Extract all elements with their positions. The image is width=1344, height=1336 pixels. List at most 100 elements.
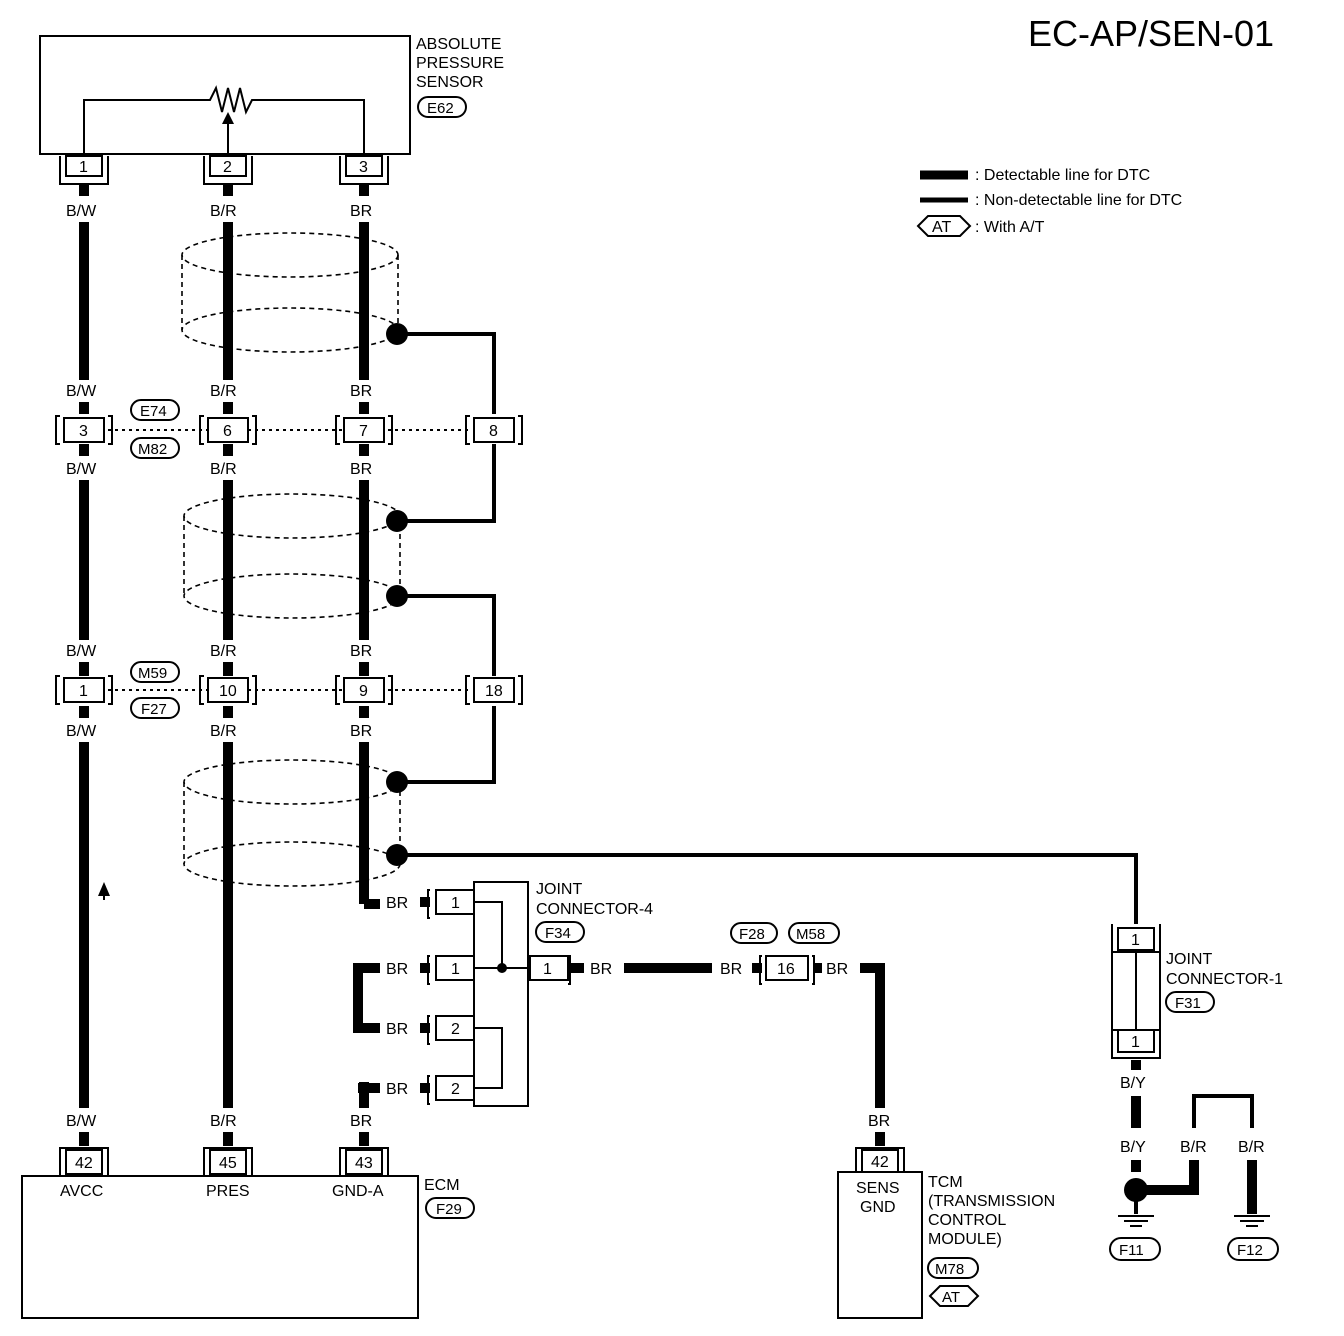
svg-text:BR: BR bbox=[350, 723, 372, 740]
connector-pin bbox=[473, 417, 515, 443]
svg-text:B/R: B/R bbox=[210, 643, 237, 660]
joint4-pin bbox=[435, 1075, 475, 1101]
joint-connector-4: 1 1 2 2 1 JOINT CONNECTOR-4 F34 bbox=[427, 881, 653, 1107]
tcm-name-4: MODULE) bbox=[928, 1231, 1002, 1248]
svg-text:BR: BR bbox=[350, 643, 372, 660]
tcm-connector-badge bbox=[927, 1257, 979, 1279]
svg-text:BR: BR bbox=[826, 961, 848, 978]
svg-text:GND: GND bbox=[860, 1199, 896, 1216]
ecm-terminal-pres: PRES bbox=[206, 1183, 250, 1200]
svg-text:BR: BR bbox=[868, 1113, 890, 1130]
svg-text:BR: BR bbox=[386, 961, 408, 978]
svg-text:M82: M82 bbox=[138, 441, 167, 458]
ecm-terminal-gnd: GND-A bbox=[332, 1183, 384, 1200]
wire-labels: B/W B/R BR B/W B/R BR B/W B/R BR B/W B/R… bbox=[66, 203, 372, 1130]
svg-text:8: 8 bbox=[489, 423, 498, 440]
svg-text:BR: BR bbox=[350, 1113, 372, 1130]
svg-text:M59: M59 bbox=[138, 665, 167, 682]
svg-text:B/R: B/R bbox=[1180, 1139, 1207, 1156]
tcm-name-1: TCM bbox=[928, 1174, 963, 1191]
svg-text:B/W: B/W bbox=[66, 723, 97, 740]
sensor-pin-1 bbox=[65, 155, 103, 177]
connector-pin bbox=[343, 677, 385, 703]
svg-text:BR: BR bbox=[350, 203, 372, 220]
ground-f12-badge bbox=[1227, 1237, 1279, 1261]
sensor-name-1: ABSOLUTE bbox=[416, 36, 501, 53]
svg-text:3: 3 bbox=[79, 423, 88, 440]
joint-connector-1: 1 1 JOINT CONNECTOR-1 F31 bbox=[1111, 924, 1283, 1059]
svg-text:1: 1 bbox=[1131, 932, 1140, 949]
at-symbol-icon bbox=[916, 215, 972, 237]
connector-pin bbox=[63, 417, 105, 443]
svg-text:2: 2 bbox=[451, 1021, 460, 1038]
tcm: 42 SENS GND TCM (TRANSMISSION CONTROL MO… bbox=[837, 1147, 1055, 1319]
shield-drains bbox=[386, 323, 1138, 924]
ecm-connector-badge bbox=[425, 1197, 475, 1219]
joint1-connector-badge bbox=[1165, 991, 1215, 1013]
svg-text:1: 1 bbox=[79, 159, 88, 176]
joint1-pin-top bbox=[1117, 927, 1155, 951]
connector-pin bbox=[473, 677, 515, 703]
connector-pin bbox=[63, 677, 105, 703]
joint4-name-1: JOINT bbox=[536, 881, 582, 898]
svg-text:SENS: SENS bbox=[856, 1180, 900, 1197]
sensor-pin-3 bbox=[345, 155, 383, 177]
svg-text:B/W: B/W bbox=[66, 203, 97, 220]
svg-text:B/W: B/W bbox=[66, 643, 97, 660]
wire-to-tcm: BR BR 16 BR BR F28 M58 bbox=[570, 922, 890, 1146]
tcm-pin bbox=[861, 1149, 899, 1173]
joint4-connector-badge bbox=[535, 921, 585, 943]
svg-text:1: 1 bbox=[543, 961, 552, 978]
ecm-pin-pres bbox=[209, 1149, 247, 1175]
potentiometer-icon bbox=[83, 85, 365, 154]
svg-text:F29: F29 bbox=[436, 1201, 462, 1218]
svg-text:B/R: B/R bbox=[210, 383, 237, 400]
svg-text:B/R: B/R bbox=[210, 203, 237, 220]
svg-text:6: 6 bbox=[223, 423, 232, 440]
legend-detectable-text: : Detectable line for DTC bbox=[975, 167, 1150, 184]
svg-text:3: 3 bbox=[359, 159, 368, 176]
tcm-name-2: (TRANSMISSION bbox=[928, 1193, 1055, 1210]
svg-text:10: 10 bbox=[219, 683, 237, 700]
legend-at-symbol: AT bbox=[932, 219, 951, 236]
ecm-terminal-avcc: AVCC bbox=[60, 1183, 103, 1200]
svg-text:B/Y: B/Y bbox=[1120, 1075, 1146, 1092]
connector-f28-pin bbox=[765, 955, 809, 981]
ecm-name: ECM bbox=[424, 1177, 460, 1194]
joint4-pin bbox=[435, 1015, 475, 1041]
svg-text:BR: BR bbox=[350, 383, 372, 400]
joint1-name-2: CONNECTOR-1 bbox=[1166, 971, 1283, 988]
ground-wiring: B/Y B/Y B/R B/R F11 F12 bbox=[1109, 1060, 1279, 1261]
joint4-pin bbox=[435, 889, 475, 915]
ecm-pin-avcc bbox=[65, 1149, 103, 1175]
svg-text:1: 1 bbox=[1131, 1034, 1140, 1051]
svg-text:F11: F11 bbox=[1119, 1242, 1144, 1259]
connector-row-e74-m82: 3 6 7 8 E74 M82 bbox=[55, 399, 523, 459]
svg-text:9: 9 bbox=[359, 683, 368, 700]
joint4-pin bbox=[435, 955, 475, 981]
tcm-body bbox=[837, 1171, 923, 1319]
ground-f11-badge bbox=[1109, 1237, 1161, 1261]
main-wires bbox=[79, 184, 380, 1146]
svg-text:B/R: B/R bbox=[1238, 1139, 1265, 1156]
svg-text:F34: F34 bbox=[545, 925, 571, 942]
legend: : Detectable line for DTC : Non-detectab… bbox=[916, 167, 1182, 237]
wiper-arrow-icon bbox=[222, 112, 234, 124]
joint4-pin-right bbox=[529, 955, 569, 981]
svg-text:BR: BR bbox=[386, 895, 408, 912]
sensor-connector-badge bbox=[417, 96, 467, 118]
svg-text:BR: BR bbox=[590, 961, 612, 978]
svg-text:AT: AT bbox=[942, 1289, 960, 1306]
sensor-name-3: SENSOR bbox=[416, 74, 484, 91]
connector-m58-badge bbox=[788, 922, 840, 944]
svg-text:7: 7 bbox=[359, 423, 368, 440]
svg-text:2: 2 bbox=[223, 159, 232, 176]
svg-text:B/W: B/W bbox=[66, 461, 97, 478]
legend-at-text: : With A/T bbox=[975, 219, 1045, 236]
ecm: 42 45 43 AVCC PRES GND-A ECM F29 bbox=[21, 1147, 475, 1319]
joint1-pin-bottom bbox=[1117, 1029, 1155, 1053]
svg-text:BR: BR bbox=[386, 1081, 408, 1098]
ecm-body bbox=[21, 1175, 419, 1319]
svg-text:B/R: B/R bbox=[210, 1113, 237, 1130]
